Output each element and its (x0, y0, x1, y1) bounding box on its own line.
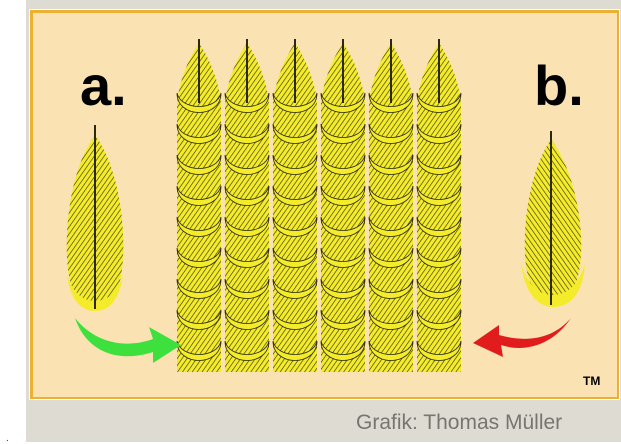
bullet-dot: . (6, 433, 9, 444)
credit-text: Grafik: Thomas Müller (356, 411, 562, 435)
label-a: a. (80, 58, 127, 114)
trademark: TM (583, 374, 600, 388)
label-b: b. (534, 58, 584, 114)
